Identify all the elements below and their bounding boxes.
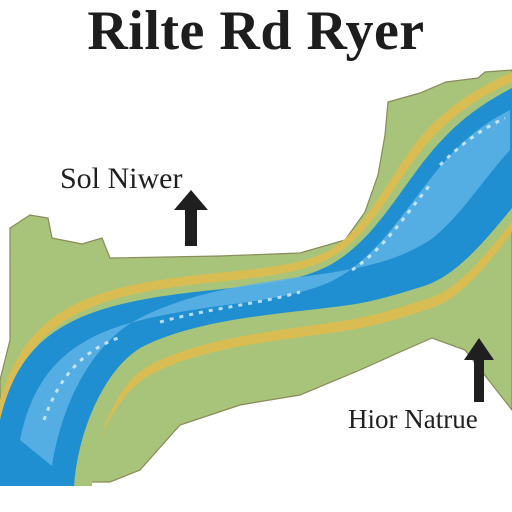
arrow-up-icon xyxy=(174,190,208,246)
bottom-river-label: Hior Natrue xyxy=(348,404,478,434)
arrow-up-icon xyxy=(464,338,494,402)
river-highlight xyxy=(20,110,510,466)
diagram-title: Rilte Rd Ryer xyxy=(87,0,425,62)
top-river-label: Sol Niwer xyxy=(60,162,183,195)
